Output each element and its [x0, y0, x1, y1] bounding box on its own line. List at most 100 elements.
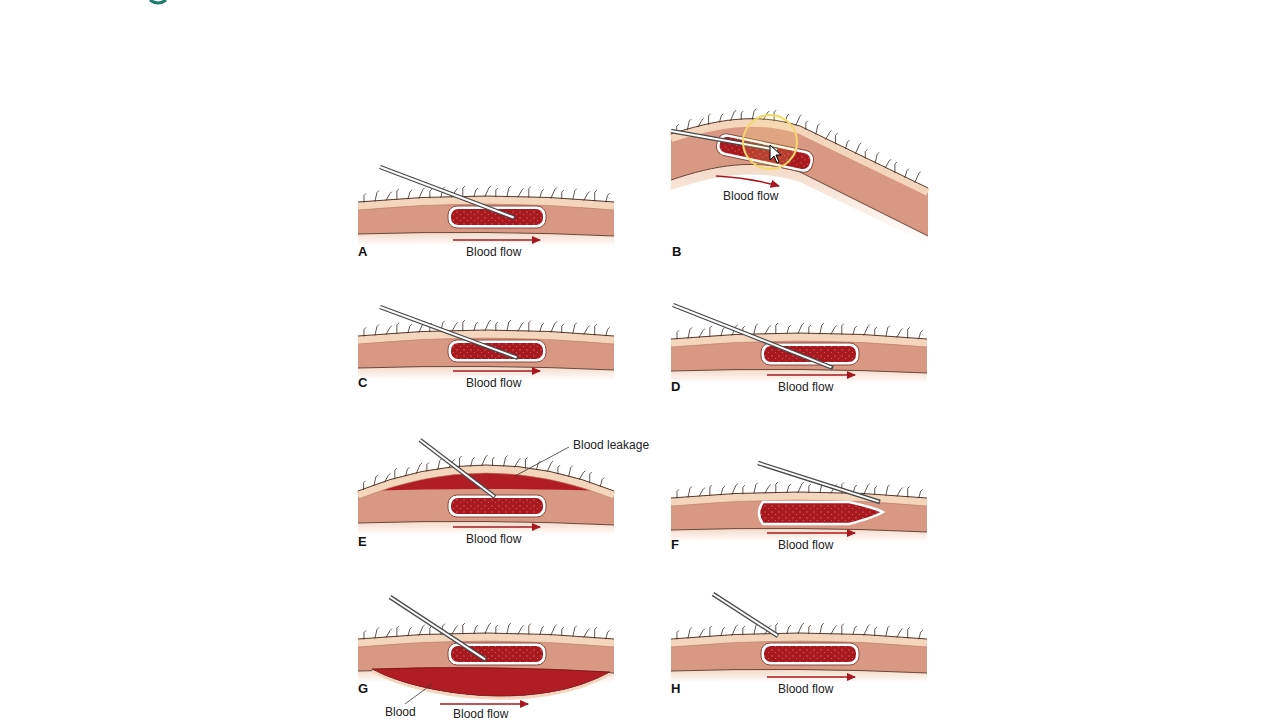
hair [886, 326, 890, 337]
hair [452, 322, 458, 331]
skin-surface [671, 633, 927, 639]
hair [809, 625, 811, 634]
hair [798, 482, 804, 493]
hair [430, 189, 432, 198]
hair [507, 623, 511, 634]
hair [809, 484, 811, 493]
hair [496, 625, 498, 634]
hair [551, 625, 557, 636]
flow-label: Blood flow [453, 707, 508, 720]
mouse-cursor [770, 145, 781, 163]
tissue-edge [358, 366, 614, 370]
hair [741, 111, 743, 120]
vein-wall [448, 495, 546, 517]
tissue [671, 492, 927, 532]
hair [919, 630, 923, 639]
panel-letter: D [671, 380, 680, 394]
flow-label: Blood flow [466, 532, 521, 546]
tissue-lining [372, 671, 610, 698]
hair [485, 320, 491, 331]
hair [397, 626, 399, 637]
needle [713, 594, 778, 636]
flow-arrow [453, 239, 540, 241]
hair [482, 455, 488, 466]
hair [374, 475, 378, 486]
skin-surface [358, 633, 614, 639]
hair [375, 325, 379, 336]
flow-arrow [453, 526, 540, 528]
skin-layer [358, 334, 614, 340]
panel-letter: H [671, 682, 680, 696]
hair [820, 323, 824, 334]
hair [915, 172, 921, 183]
hair [754, 324, 758, 335]
hair [590, 472, 592, 483]
needle [420, 440, 495, 497]
hair [562, 324, 564, 333]
hair [515, 458, 521, 467]
hair [573, 626, 577, 637]
hair [721, 486, 725, 495]
skin-layer [671, 337, 927, 343]
hair [919, 489, 923, 498]
hair [540, 626, 544, 635]
hair [540, 189, 544, 198]
hair [864, 325, 870, 336]
hair [525, 457, 527, 468]
hair [776, 482, 778, 493]
tissue-panel [671, 305, 927, 383]
skin-surface [671, 492, 927, 498]
hair [721, 627, 725, 636]
hair [600, 478, 604, 487]
hair [386, 326, 392, 335]
hair [908, 486, 910, 497]
hair [584, 628, 590, 637]
hair [463, 186, 465, 197]
hair [809, 325, 811, 334]
collapsed-vein [759, 502, 883, 524]
hair [796, 115, 802, 126]
hair [547, 461, 553, 472]
hair [732, 484, 738, 495]
hair [743, 626, 745, 635]
hair [699, 488, 705, 497]
hair [573, 189, 577, 200]
tissue [358, 633, 614, 673]
tissue-panel [358, 167, 614, 246]
hair [853, 626, 857, 635]
skin-surface [358, 330, 614, 336]
hair [875, 486, 877, 495]
flow-label: Blood flow [723, 189, 778, 203]
hair [885, 159, 891, 168]
hair [584, 191, 590, 200]
hair [529, 187, 531, 198]
hair [875, 327, 877, 336]
tissue-panel [671, 594, 927, 683]
flow-arrow [767, 532, 855, 534]
tissue-edge [671, 528, 927, 532]
hair [408, 324, 412, 333]
tissue [671, 633, 927, 673]
hair [710, 326, 712, 337]
hair [384, 473, 390, 482]
hair [677, 489, 679, 498]
leader-line [515, 447, 569, 476]
hair [677, 330, 679, 339]
hair [826, 130, 832, 139]
hair [919, 330, 923, 339]
hair [688, 487, 692, 498]
hair [710, 626, 712, 637]
tissue [671, 119, 928, 236]
hair [765, 484, 771, 493]
hair [529, 624, 531, 635]
hair [787, 484, 791, 493]
hair [507, 320, 511, 331]
hair [397, 189, 399, 200]
panel-letter: C [358, 376, 367, 390]
hair [820, 623, 824, 634]
hair [816, 124, 820, 135]
hair [551, 188, 557, 199]
hair [845, 140, 849, 149]
hair [419, 188, 425, 199]
